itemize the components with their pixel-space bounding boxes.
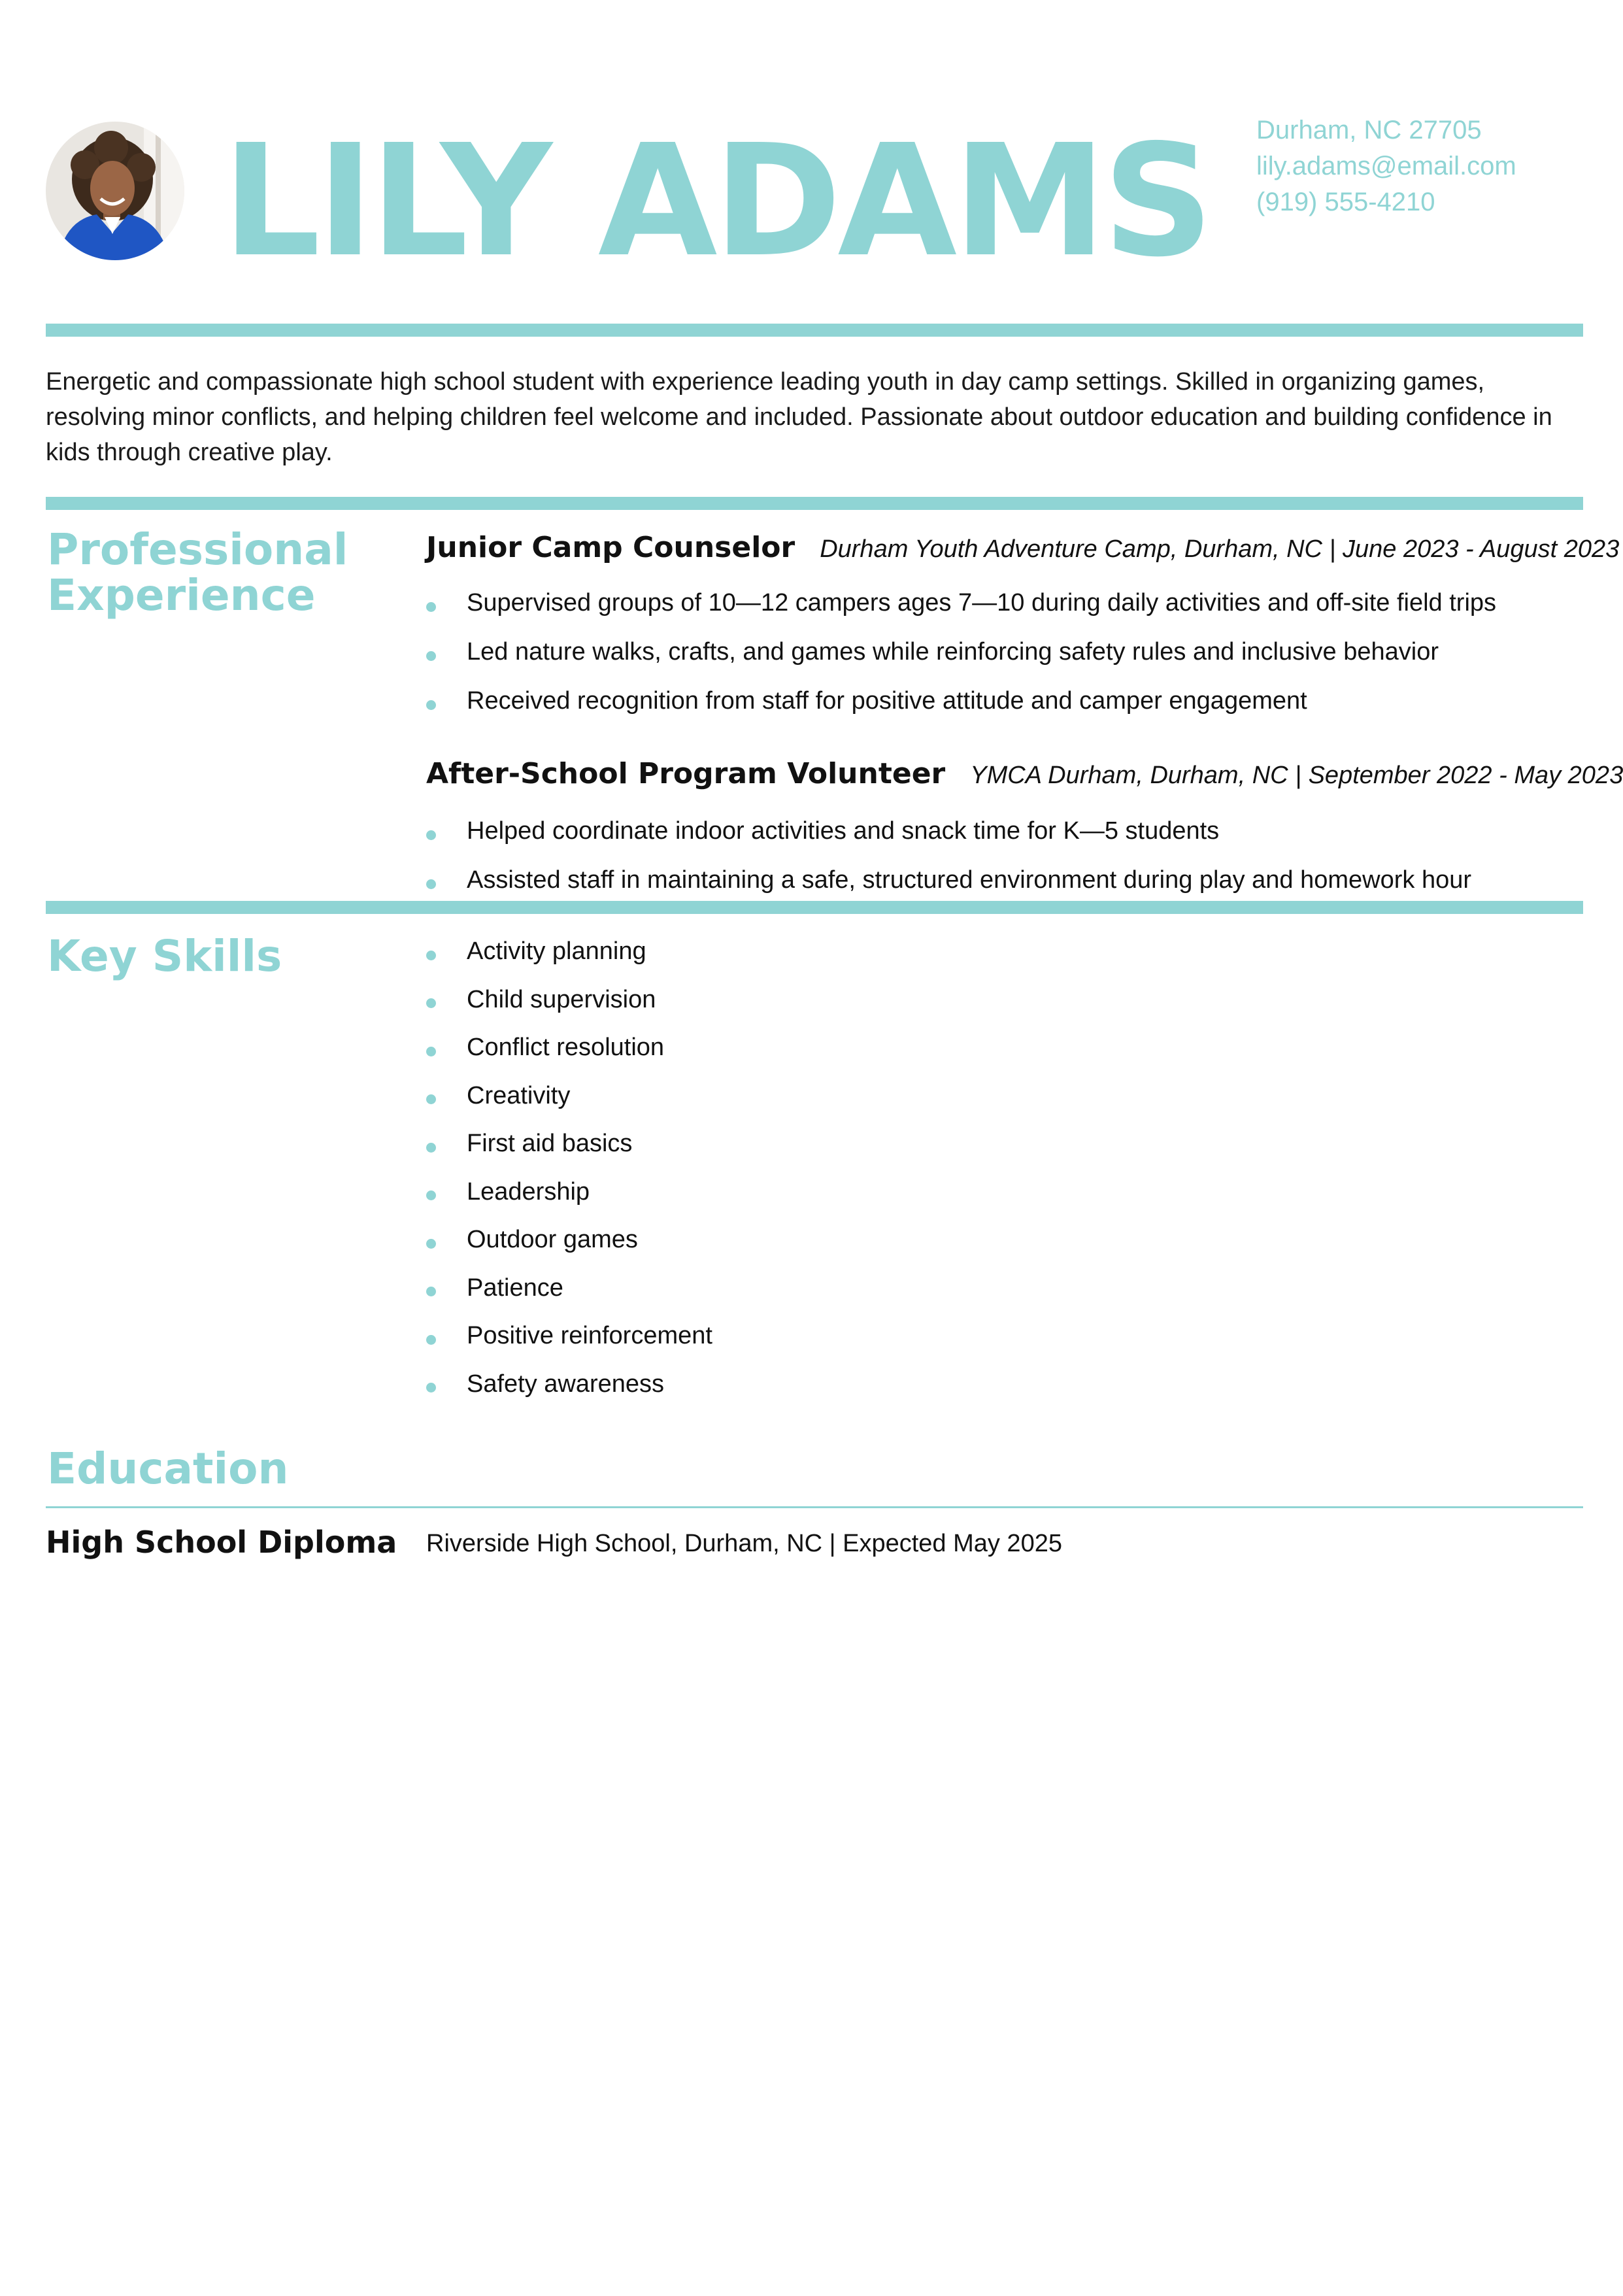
bullet-dot-icon [426, 1142, 436, 1153]
bullet-text: Supervised groups of 10—12 campers ages … [467, 589, 1497, 616]
contact-block: Durham, NC 27705 lily.adams@email.com (9… [1256, 112, 1516, 220]
skill-text: Child supervision [467, 985, 656, 1013]
list-item: Outdoor games [426, 1216, 712, 1264]
education-detail: Riverside High School, Durham, NC | Expe… [426, 1530, 1062, 1557]
education-rule [46, 1506, 1583, 1508]
skills-list: Activity planning Child supervision Conf… [426, 928, 712, 1408]
experience-title-line1: Professional [47, 524, 348, 575]
bullet-dot-icon [426, 1334, 436, 1345]
list-item: Helped coordinate indoor activities and … [426, 807, 1471, 856]
bullet-dot-icon [426, 879, 436, 889]
summary-divider [46, 497, 1583, 510]
job-title: After-School Program Volunteer [426, 757, 946, 790]
email: lily.adams@email.com [1256, 152, 1516, 180]
candidate-name: LILY ADAMS [222, 111, 1214, 291]
summary-paragraph: Energetic and compassionate high school … [46, 368, 1552, 466]
bullet-dot-icon [426, 950, 436, 960]
list-item: Supervised groups of 10—12 campers ages … [426, 579, 1496, 628]
job-bullets: Supervised groups of 10—12 campers ages … [426, 579, 1496, 726]
list-item: Child supervision [426, 976, 712, 1024]
skill-text: Conflict resolution [467, 1034, 665, 1061]
bullet-dot-icon [426, 700, 436, 710]
header-divider [46, 324, 1583, 337]
profile-photo [46, 122, 184, 260]
experience-section-title: Professional Experience [47, 527, 348, 618]
list-item: Positive reinforcement [426, 1312, 712, 1360]
skill-text: First aid basics [467, 1130, 633, 1157]
skill-text: Activity planning [467, 937, 646, 965]
bullet-text: Assisted staff in maintaining a safe, st… [467, 866, 1472, 894]
list-item: First aid basics [426, 1120, 712, 1168]
bullet-dot-icon [426, 830, 436, 840]
bullet-dot-icon [426, 1094, 436, 1105]
list-item: Led nature walks, crafts, and games whil… [426, 628, 1496, 677]
skill-text: Leadership [467, 1177, 590, 1206]
bullet-dot-icon [426, 650, 436, 661]
skill-text: Safety awareness [467, 1370, 665, 1398]
list-item: Creativity [426, 1072, 712, 1121]
job-meta: Durham Youth Adventure Camp, Durham, NC … [820, 535, 1620, 563]
education-degree: High School Diploma [46, 1525, 397, 1560]
bullet-text: Helped coordinate indoor activities and … [467, 817, 1220, 845]
job-title: Junior Camp Counselor [426, 531, 795, 564]
job-header: Junior Camp Counselor Durham Youth Adven… [426, 531, 1619, 564]
experience-title-line2: Experience [47, 570, 316, 620]
bullet-dot-icon [426, 1190, 436, 1201]
experience-divider [46, 901, 1583, 914]
job-header: After-School Program Volunteer YMCA Durh… [426, 757, 1623, 790]
list-item: Received recognition from staff for posi… [426, 677, 1496, 726]
bullet-dot-icon [426, 1287, 436, 1297]
list-item: Safety awareness [426, 1360, 712, 1409]
list-item: Patience [426, 1264, 712, 1313]
education-section-title: Education [47, 1443, 289, 1494]
list-item: Assisted staff in maintaining a safe, st… [426, 856, 1471, 905]
bullet-dot-icon [426, 1238, 436, 1249]
bullet-text: Received recognition from staff for posi… [467, 687, 1307, 715]
bullet-dot-icon [426, 998, 436, 1009]
phone: (919) 555-4210 [1256, 188, 1435, 216]
address: Durham, NC 27705 [1256, 116, 1482, 144]
job-meta: YMCA Durham, Durham, NC | September 2022… [970, 762, 1623, 789]
avatar [46, 122, 184, 260]
list-item: Leadership [426, 1168, 712, 1217]
list-item: Activity planning [426, 928, 712, 976]
skill-text: Positive reinforcement [467, 1322, 712, 1349]
bullet-dot-icon [426, 1046, 436, 1056]
bullet-dot-icon [426, 1383, 436, 1393]
list-item: Conflict resolution [426, 1024, 712, 1072]
skill-text: Creativity [467, 1081, 571, 1109]
bullet-text: Led nature walks, crafts, and games whil… [467, 638, 1439, 666]
job-bullets: Helped coordinate indoor activities and … [426, 807, 1471, 905]
skill-text: Patience [467, 1274, 563, 1302]
skills-section-title: Key Skills [47, 931, 282, 981]
bullet-dot-icon [426, 601, 436, 612]
skill-text: Outdoor games [467, 1226, 638, 1253]
